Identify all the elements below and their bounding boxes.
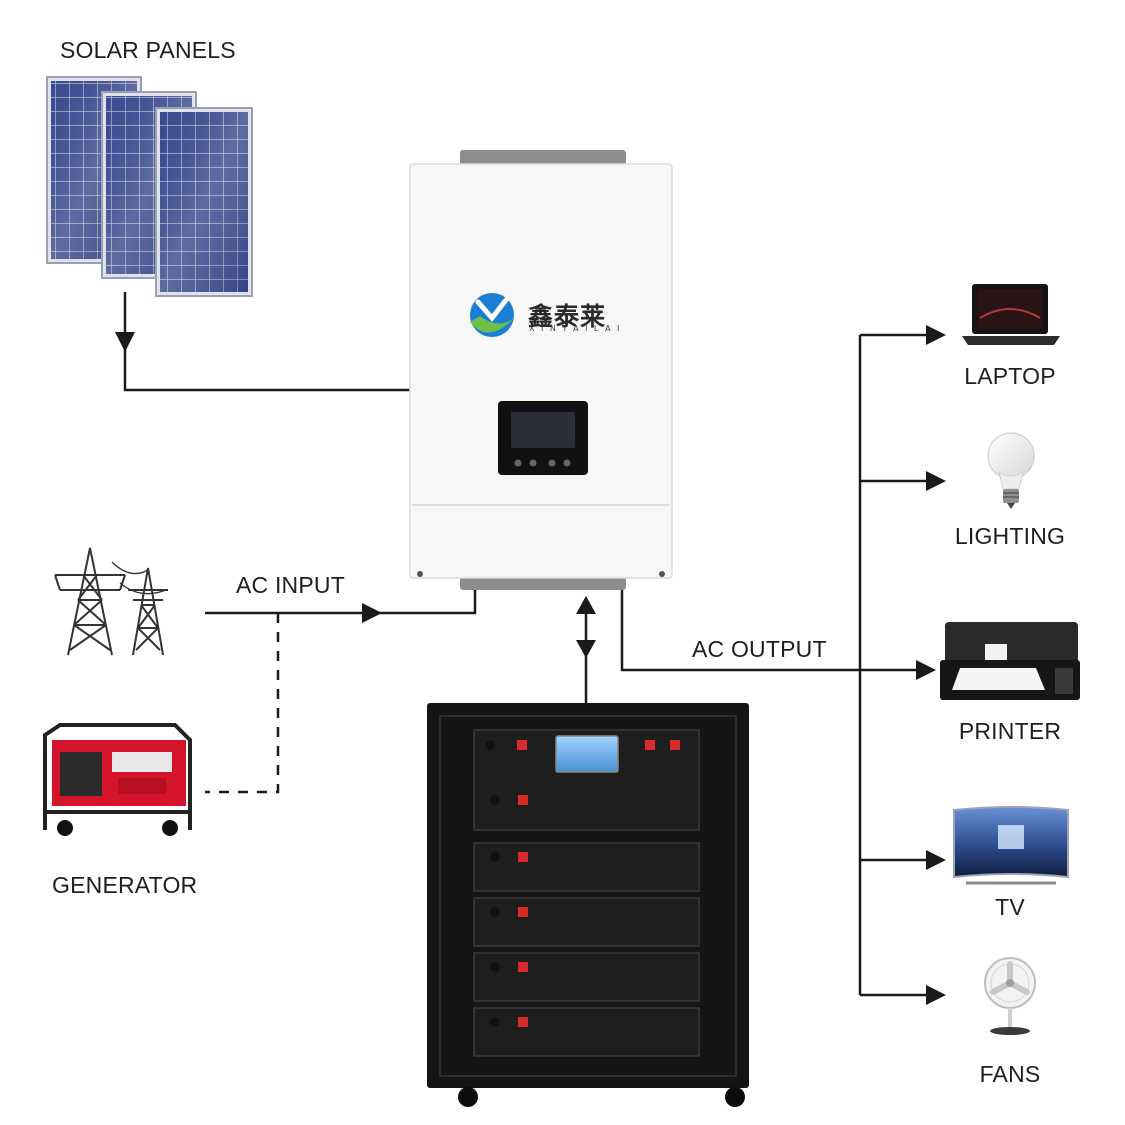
ac-input-line [205, 590, 477, 615]
cabinet-lcd [555, 735, 619, 773]
printer-label: PRINTER [958, 718, 1062, 744]
arrow-ac-input-right [362, 603, 382, 623]
inverter-brand-latin: XINTAILAI [529, 324, 626, 333]
arrow-to-tv [926, 850, 946, 870]
battery-modules [473, 729, 700, 1057]
inverter-top-bracket [460, 150, 626, 166]
solar-panels-image [46, 76, 253, 297]
laptop-icon [962, 284, 1060, 345]
arrow-battery-up [576, 596, 596, 614]
arrow-to-printer [916, 660, 936, 680]
fans-label: FANS [979, 1061, 1041, 1087]
arrowheads [115, 325, 946, 1005]
generator-icon [43, 723, 192, 836]
light-bulb-icon [987, 432, 1035, 509]
connection-lines [123, 292, 932, 997]
arrow-to-fans [926, 985, 946, 1005]
printer-icon [940, 622, 1080, 700]
arrow-to-lighting [926, 471, 946, 491]
solar-to-inverter-line [123, 292, 410, 392]
arrow-battery-down [576, 640, 596, 658]
inverter-brand-name: 鑫泰莱 [528, 302, 607, 331]
battery-terminals [517, 740, 680, 1027]
ac-input-label: AC INPUT [236, 572, 345, 598]
lighting-label: LIGHTING [954, 523, 1066, 549]
laptop-label: LAPTOP [964, 363, 1056, 389]
solar-panel-3 [155, 107, 253, 297]
inverter-display [498, 401, 588, 475]
generator-label: GENERATOR [52, 872, 198, 898]
power-grid-tower-icon [54, 547, 168, 656]
ac-output-label: AC OUTPUT [692, 636, 827, 662]
arrow-to-laptop [926, 325, 946, 345]
tv-icon [953, 806, 1069, 885]
arrow-solar-down [115, 332, 135, 352]
inverter-body [409, 163, 673, 579]
ac-output-line [620, 590, 932, 672]
generator-dashed-line [205, 613, 280, 794]
inverter-image [409, 150, 673, 590]
battery-cabinet-image [427, 703, 749, 1107]
cabinet-wheels [458, 1087, 745, 1107]
inverter-logo-icon [470, 293, 514, 337]
fan-icon [984, 957, 1036, 1035]
solar-panels-label: SOLAR PANELS [60, 37, 236, 63]
tv-label: TV [995, 894, 1025, 920]
